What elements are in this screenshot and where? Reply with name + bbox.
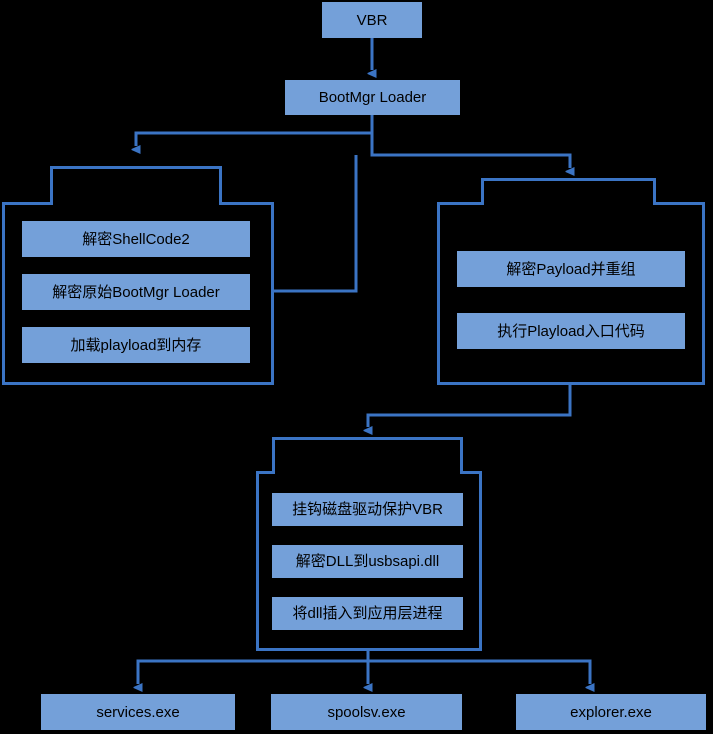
step-execute-payload-entry[interactable]: 执行Playload入口代码 xyxy=(457,313,685,349)
process-label: services.exe xyxy=(96,703,180,721)
rootkit-stage-group-tab xyxy=(272,437,463,474)
edge-to-explorer xyxy=(368,659,590,684)
process-label: spoolsv.exe xyxy=(327,703,406,721)
step-label: 解密原始BootMgr Loader xyxy=(52,283,220,301)
node-bootmgr-loader-label: BootMgr Loader xyxy=(318,89,427,106)
step-decrypt-payload-reassemble[interactable]: 解密Payload并重组 xyxy=(457,251,685,287)
step-decrypt-shellcode2[interactable]: 解密ShellCode2 xyxy=(22,221,250,257)
node-process-explorer-exe[interactable]: explorer.exe xyxy=(516,694,706,730)
shellcode-tab-seam xyxy=(53,200,219,205)
step-label: 将dll插入到应用层进程 xyxy=(292,605,443,622)
step-label: 执行Playload入口代码 xyxy=(497,322,645,340)
step-label: 解密DLL到usbsapi.dll xyxy=(295,553,440,570)
node-process-services-exe[interactable]: services.exe xyxy=(41,694,235,730)
node-process-spoolsv-exe[interactable]: spoolsv.exe xyxy=(271,694,462,730)
step-load-payload-to-memory[interactable]: 加载playload到内存 xyxy=(22,327,250,363)
step-decrypt-dll-to-usbsapi[interactable]: 解密DLL到usbsapi.dll xyxy=(272,545,463,578)
step-label: 加载playload到内存 xyxy=(70,336,202,354)
step-decrypt-original-bootmgr[interactable]: 解密原始BootMgr Loader xyxy=(22,274,250,310)
step-label: 解密ShellCode2 xyxy=(82,230,190,248)
node-vbr[interactable]: VBR xyxy=(322,2,422,38)
step-label: 解密Payload并重组 xyxy=(506,260,636,278)
node-bootmgr-loader[interactable]: BootMgr Loader xyxy=(285,80,460,115)
edge-left-to-right-group xyxy=(274,155,358,293)
edge-bootmgr-split-left xyxy=(136,115,374,146)
shellcode-stage-group-tab xyxy=(50,166,222,205)
step-inject-dll-into-user-process[interactable]: 将dll插入到应用层进程 xyxy=(272,597,463,630)
edge-bootmgr-split-right xyxy=(370,133,570,168)
rootkit-tab-seam xyxy=(275,469,460,474)
step-label: 挂钩磁盘驱动保护VBR xyxy=(292,501,443,518)
payload-tab-seam xyxy=(484,200,653,205)
process-label: explorer.exe xyxy=(570,703,652,721)
step-hook-disk-driver-protect-vbr[interactable]: 挂钩磁盘驱动保护VBR xyxy=(272,493,463,526)
payload-stage-group xyxy=(437,202,705,385)
edge-to-services xyxy=(138,659,368,684)
edge-right-to-bottom-group xyxy=(368,385,572,427)
payload-stage-group-tab xyxy=(481,178,656,205)
node-vbr-label: VBR xyxy=(356,11,388,29)
